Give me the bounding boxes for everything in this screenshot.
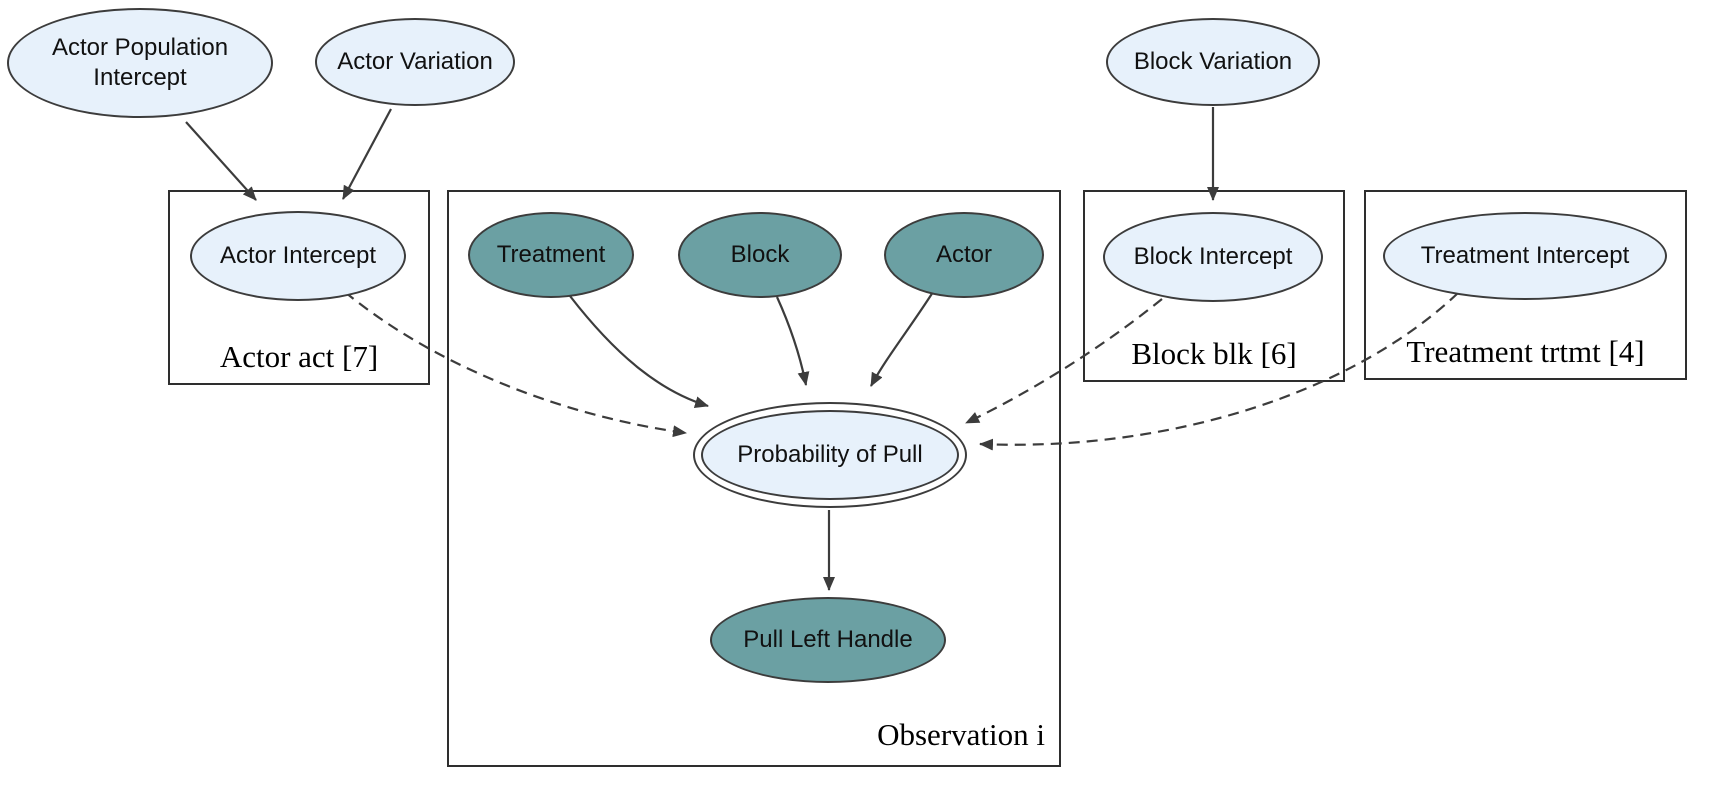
plate-observation-label: Observation i [877,717,1045,752]
edge-treatment-to-probability-of-pull [569,295,709,408]
plate-block-label: Block blk [6] [1131,336,1297,371]
node-pull-left-handle-label: Pull Left Handle [743,626,913,653]
node-probability-of-pull-inner-ellipse: Probability of Pull [701,410,959,500]
plate-treatment-label: Treatment trtmt [4] [1406,334,1645,369]
edge-actor-intercept-to-probability-of-pull [344,291,687,438]
edge-treatment-intercept-to-probability-of-pull [979,292,1459,451]
node-block-variation: Block Variation [1106,18,1320,106]
node-treatment: Treatment [468,212,634,298]
node-block-intercept-label: Block Intercept [1133,243,1293,270]
node-block: Block [678,212,842,298]
plate-actor: Actor act [7] [168,190,430,385]
node-block-label: Block [730,241,790,268]
node-block-intercept: Block Intercept [1103,212,1323,302]
node-actor-variation-label: Actor Variation [337,48,493,75]
node-pull-left-handle: Pull Left Handle [710,597,946,683]
edge-actor-population-intercept-to-actor-intercept [185,121,257,201]
edge-actor-to-probability-of-pull [870,291,934,387]
node-actor-variation: Actor Variation [315,18,515,106]
node-probability-of-pull: Probability of Pull [693,402,967,508]
edge-block-intercept-to-probability-of-pull [965,298,1163,424]
node-treatment-label: Treatment [496,241,606,268]
node-probability-of-pull-label: Probability of Pull [737,441,923,468]
node-actor-intercept: Actor Intercept [190,211,406,301]
edge-block-to-probability-of-pull [775,296,810,386]
node-actor-population-intercept-label: Actor Population Intercept [51,34,229,91]
node-block-variation-label: Block Variation [1133,48,1293,75]
node-actor-intercept-label: Actor Intercept [219,242,377,269]
node-treatment-intercept: Treatment Intercept [1383,212,1667,300]
plate-treatment: Treatment trtmt [4] [1364,190,1687,380]
plate-observation: Observation i [447,190,1061,767]
node-actor-population-intercept: Actor Population Intercept [7,8,273,118]
node-actor-label: Actor [935,241,992,268]
plate-actor-label: Actor act [7] [219,339,379,374]
node-actor: Actor [884,212,1044,298]
edge-actor-variation-to-actor-intercept [342,108,392,200]
node-treatment-intercept-label: Treatment Intercept [1420,242,1630,269]
